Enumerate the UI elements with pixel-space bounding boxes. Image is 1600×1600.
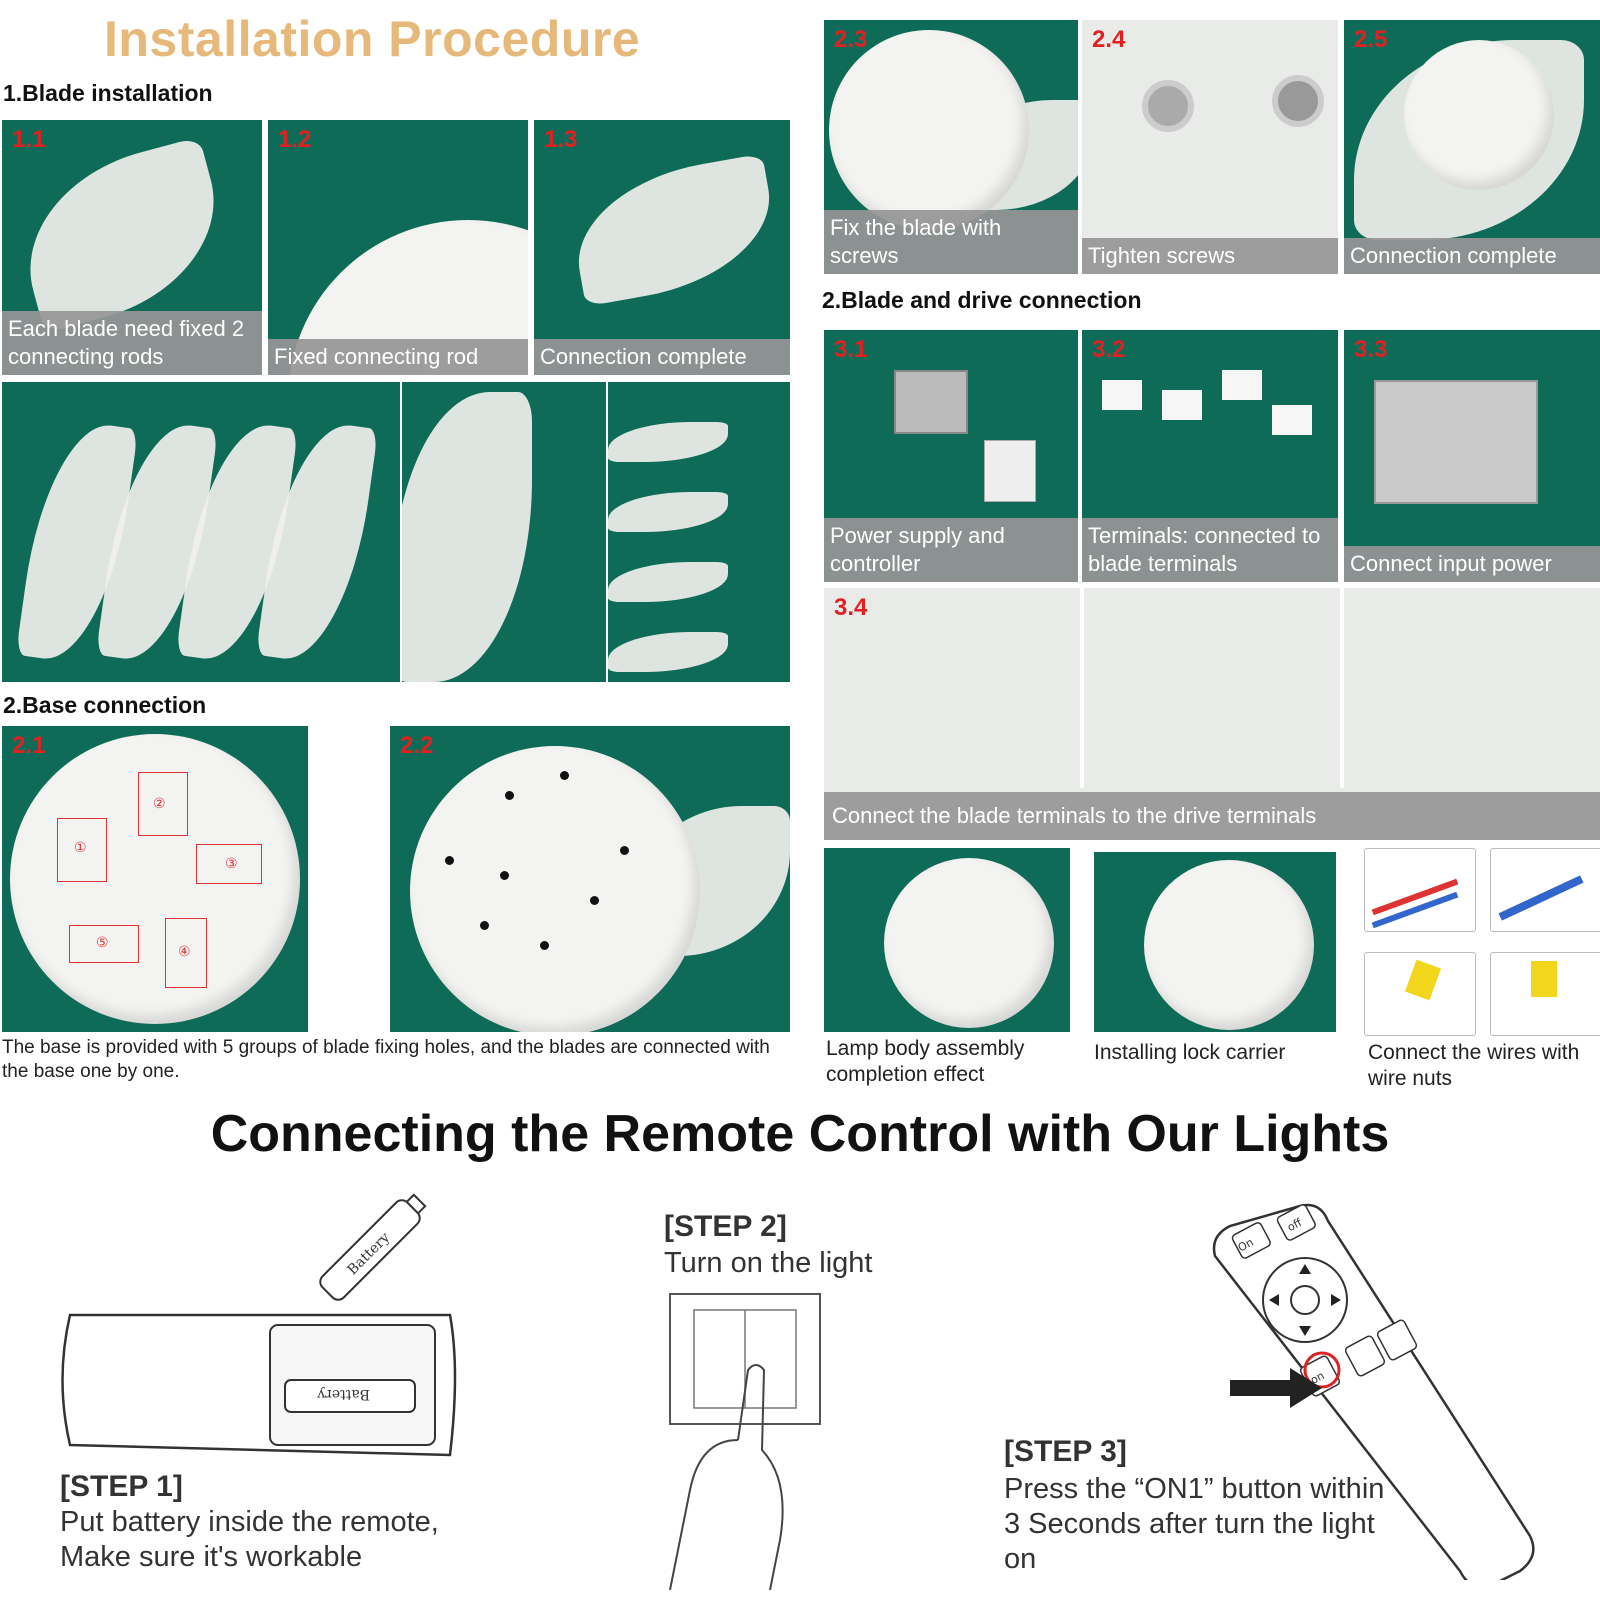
- hole-group-4: ④: [165, 918, 207, 988]
- step-number: 2.5: [1354, 26, 1388, 53]
- wire-step-image: [1364, 952, 1476, 1036]
- power-supply: [1374, 380, 1538, 504]
- step-caption: Power supply and controller: [824, 518, 1078, 582]
- photo-step-2-1: ① ② ③ ④ ⑤ 2.1: [2, 726, 308, 1032]
- step2-text: Turn on the light: [664, 1247, 873, 1279]
- wire-step-image: [1490, 952, 1600, 1036]
- svg-text:off: off: [1285, 1216, 1304, 1234]
- photo-blades-stacked: [608, 382, 790, 682]
- base-plate: [884, 858, 1054, 1028]
- photo-lock-carrier: [1094, 852, 1336, 1032]
- blade-shape: [608, 492, 728, 532]
- step-caption: Fix the blade with screws: [824, 210, 1078, 274]
- base-note: The base is provided with 5 groups of bl…: [2, 1037, 770, 1082]
- base-plate: [1404, 40, 1554, 190]
- screw-nut: [1142, 80, 1194, 132]
- step-number: 3.1: [834, 336, 868, 363]
- photo-blades-assembled: [2, 382, 400, 682]
- photo-step-1-3: 1.3 Connection complete: [534, 120, 790, 375]
- step-number: 3.2: [1092, 336, 1126, 363]
- hole-group-5: ⑤: [69, 925, 139, 963]
- blade-shape: [565, 153, 783, 307]
- photo-step-2-3: 2.3 Fix the blade with screws: [824, 20, 1078, 274]
- hole-group-2: ②: [138, 772, 188, 836]
- step-caption: Tighten screws: [1082, 238, 1338, 274]
- svg-text:Battery: Battery: [317, 1386, 370, 1402]
- blade-shape: [608, 562, 728, 602]
- step-number: 1.3: [544, 126, 578, 153]
- remote-section-title: Connecting the Remote Control with Our L…: [210, 1105, 1390, 1163]
- step-number: 1.2: [278, 126, 312, 153]
- battery-icon: Battery: [319, 1193, 427, 1301]
- photo-step-3-1: 3.1 Power supply and controller: [824, 330, 1078, 582]
- base-plate: [410, 746, 700, 1032]
- caption-lock-carrier: Installing lock carrier: [1094, 1041, 1286, 1064]
- photo-step-3-3: 3.3 Connect input power: [1344, 330, 1600, 582]
- photo-step-3-4: 3.4 Connect the blade terminals to the d…: [824, 588, 1600, 840]
- step-caption: Connection complete: [534, 339, 790, 375]
- step-number: 3.4: [834, 594, 868, 621]
- hole-group-1: ①: [57, 818, 107, 882]
- step1-text: Put battery inside the remote, Make sure…: [60, 1506, 439, 1573]
- step-number: 2.2: [400, 732, 434, 759]
- battery-remote-illustration: Battery Battery: [61, 1193, 457, 1457]
- step-caption: Each blade need fixed 2 connecting rods: [2, 311, 262, 375]
- step2-label: [STEP 2]: [664, 1210, 787, 1243]
- hole-group-3: ③: [196, 844, 262, 884]
- photo-step-1-1: 1.1 Each blade need fixed 2 connecting r…: [2, 120, 262, 375]
- base-plate: [10, 734, 300, 1024]
- base-plate: [829, 30, 1029, 230]
- controller: [984, 440, 1036, 502]
- blade-shape: [402, 392, 532, 682]
- step-number: 2.3: [834, 26, 868, 53]
- section-heading-blade-drive: 2.Blade and drive connection: [822, 287, 1142, 313]
- terminal: [1102, 380, 1142, 410]
- step-number: 2.4: [1092, 26, 1126, 53]
- screw-nut: [1272, 75, 1324, 127]
- arrow-right-icon: [1230, 1368, 1322, 1408]
- step-number: 3.3: [1354, 336, 1388, 363]
- blade-shape: [608, 632, 728, 672]
- step3-text: Press the “ON1” button within 3 Seconds …: [1004, 1473, 1385, 1575]
- power-supply: [894, 370, 968, 434]
- svg-text:On: On: [1236, 1236, 1256, 1255]
- blade-shape: [608, 422, 728, 462]
- caption-wire-nuts: Connect the wires with wire nuts: [1368, 1041, 1580, 1090]
- terminal: [1222, 370, 1262, 400]
- step-caption: Connect input power: [1344, 546, 1600, 582]
- terminal: [1162, 390, 1202, 420]
- caption-lamp-body: Lamp body assembly completion effect: [826, 1037, 1025, 1086]
- blade-shape: [5, 136, 239, 334]
- photo-step-2-5: 2.5 Connection complete: [1344, 20, 1600, 274]
- step-number: 1.1: [12, 126, 46, 153]
- page-title: Installation Procedure: [104, 11, 641, 67]
- photo-step-3-2: 3.2 Terminals: connected to blade termin…: [1082, 330, 1338, 582]
- section-heading-base-connection: 2.Base connection: [3, 692, 207, 718]
- photo-connecting-rod-closeup: [402, 382, 606, 682]
- wire-step-image: [1490, 848, 1600, 932]
- step-caption: Connection complete: [1344, 238, 1600, 274]
- wall-switch-illustration: [669, 1293, 821, 1590]
- section-heading-blade-installation: 1.Blade installation: [3, 80, 213, 106]
- step-caption: Connect the blade terminals to the drive…: [824, 792, 1600, 840]
- photo-lamp-body-assembly: [824, 848, 1070, 1032]
- wire-step-image: [1364, 848, 1476, 932]
- terminal: [1272, 405, 1312, 435]
- step1-label: [STEP 1]: [60, 1470, 183, 1503]
- divider: [1080, 588, 1084, 788]
- step-number: 2.1: [12, 732, 46, 759]
- remote-control-illustration: On off on: [1212, 1203, 1535, 1580]
- base-plate: [1144, 860, 1314, 1030]
- step-caption: Fixed connecting rod: [268, 339, 528, 375]
- photo-step-1-2: 1.2 Fixed connecting rod: [268, 120, 528, 375]
- photo-step-2-2: 2.2: [390, 726, 790, 1032]
- on1-highlight-circle: [1303, 1351, 1341, 1389]
- divider: [1340, 588, 1344, 788]
- step-caption: Terminals: connected to blade terminals: [1082, 518, 1338, 582]
- step3-label: [STEP 3]: [1004, 1435, 1127, 1468]
- photo-step-2-4: 2.4 Tighten screws: [1082, 20, 1338, 274]
